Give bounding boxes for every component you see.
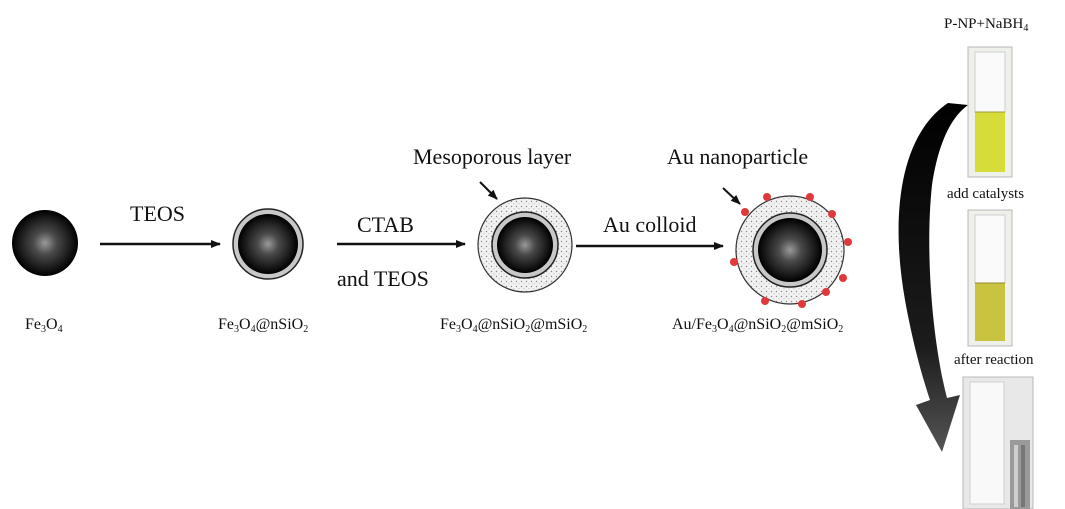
annotation-au-nanoparticle: Au nanoparticle [667,144,809,169]
au-fe3o4-nsio2-msio2-particle [730,193,852,308]
fe3o4-nsio2-msio2-particle [477,197,573,293]
caption-fe3o4: Fe3O4 [25,316,63,335]
vial-with-catalyst [967,209,1013,347]
test-step-after-reaction: after reaction [954,352,1034,368]
caption-au-fe3o4-nsio2-msio2: Au/Fe3O4@nSiO2@mSiO2 [672,316,844,335]
caption-fe3o4-nsio2: Fe3O4@nSiO2 [218,316,309,335]
mesoporous-pointer [479,181,498,200]
test-title: P-NP+NaBH4 [944,16,1029,34]
fe3o4-core [12,210,78,276]
reagent-teos: TEOS [130,201,185,226]
reagent-ctab: CTAB [357,212,414,237]
vial-after-reaction [962,376,1034,509]
caption-fe3o4-nsio2-msio2: Fe3O4@nSiO2@mSiO2 [440,316,588,335]
annotation-mesoporous-layer: Mesoporous layer [413,144,572,169]
vial-initial [967,46,1013,178]
au-dots [730,193,852,308]
au-pointer [722,187,741,205]
fe3o4-nsio2-particle [232,208,304,280]
test-step-add-catalysts: add catalysts [947,186,1025,202]
big-curved-arrow [898,103,968,452]
reagent-au-colloid: Au colloid [603,212,697,237]
reagent-and-teos: and TEOS [337,266,429,291]
